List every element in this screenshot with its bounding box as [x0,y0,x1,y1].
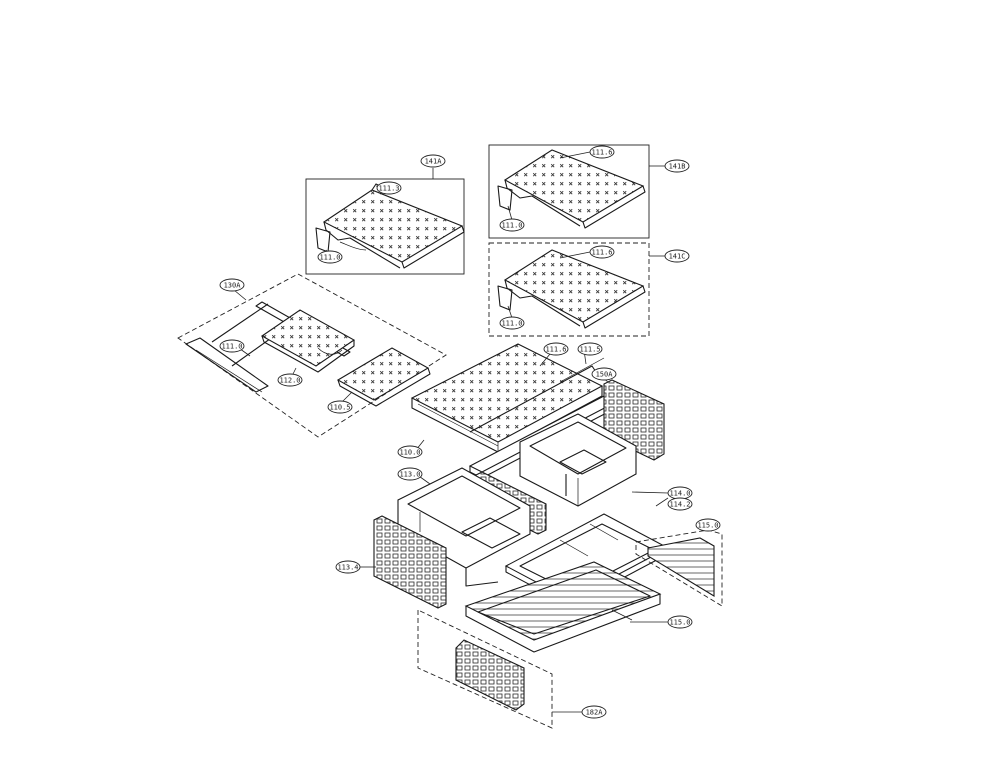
callout-1116a[interactable]: 111.6 [589,145,615,159]
callout-141b[interactable]: 141B [664,159,690,173]
callout-1115-label: 111.5 [579,346,600,354]
callout-141b-label: 141B [669,163,686,171]
callout-1110a-label: 111.0 [319,254,340,262]
callout-130a[interactable]: 130A [219,278,245,292]
callout-1105[interactable]: 110.5 [327,400,353,414]
callout-1150b-label: 115.0 [669,619,690,627]
slide-rail-left [185,337,269,393]
callout-1100[interactable]: 110.0 [397,445,423,459]
crisper-drawer-right-1140 [519,413,669,507]
callout-1116b[interactable]: 111.6 [589,245,615,259]
grille-cover-182a [455,639,525,711]
callout-1116c-label: 111.6 [545,346,566,354]
shelf-assembly-141c [488,242,665,337]
callout-141c[interactable]: 141C [664,249,690,263]
callout-1134-label: 113.4 [337,564,358,572]
callout-1110b[interactable]: 111.0 [499,218,525,232]
shelf-assembly-141a [305,168,465,275]
callout-1134[interactable]: 113.4 [335,560,361,574]
callout-1110c[interactable]: 111.0 [499,316,525,330]
side-panel-left-1134 [360,515,447,609]
callout-141c-label: 141C [669,253,686,261]
callout-1142[interactable]: 114.2 [667,497,693,511]
callout-150a[interactable]: 150A [591,367,617,381]
glass-insert-1120 [260,309,356,367]
callout-1150b[interactable]: 115.0 [667,615,693,629]
callout-150a-label: 150A [596,371,614,379]
callout-1130[interactable]: 113.0 [397,467,423,481]
callout-130a-label: 130A [224,282,242,290]
callout-1150a-label: 115.0 [697,522,718,530]
frame-141a [305,178,465,275]
callout-1142-label: 114.2 [669,501,690,509]
callout-1110a[interactable]: 111.0 [317,250,343,264]
callout-1110c-label: 111.0 [501,320,522,328]
slide-shelf-assembly-130a [177,273,447,438]
callout-1100-label: 110.0 [399,449,420,457]
callout-1110d-label: 111.0 [221,343,242,351]
callout-182a[interactable]: 182A [581,705,607,719]
cover-assembly-182a [417,609,582,729]
frame-141c [488,242,650,337]
glass-shelf-141a [322,189,464,263]
glass-shelf-141c [503,249,645,323]
callout-1140-label: 114.0 [669,490,690,498]
callout-1110d[interactable]: 111.0 [219,339,245,353]
callout-1115[interactable]: 111.5 [577,342,603,356]
callout-1150a[interactable]: 115.0 [695,518,721,532]
callout-141a[interactable]: 141A [420,154,446,168]
glass-shelf-141b [503,149,645,223]
callout-1130-label: 113.0 [399,471,420,479]
callout-1120-label: 112.0 [279,377,300,385]
callout-1120[interactable]: 112.0 [277,373,303,387]
grille-panel-left [373,515,447,609]
frame-141b [488,144,650,239]
callout-141a-label: 141A [425,158,443,166]
callout-1105-label: 110.5 [329,404,350,412]
shelf-assembly-141b [488,144,665,239]
callout-1116a-label: 111.6 [591,149,612,157]
callout-182a-label: 182A [586,709,604,717]
callout-1116b-label: 111.6 [591,249,612,257]
bottom-pan-1150 [464,561,668,653]
callout-1140[interactable]: 114.0 [667,486,693,500]
frame-130a [177,273,447,438]
callout-1113-label: 111.3 [378,185,399,193]
callout-1116c[interactable]: 111.6 [543,342,569,356]
side-rail-assembly-1150 [635,524,723,607]
callout-1110b-label: 111.0 [501,222,522,230]
callout-1113[interactable]: 111.3 [376,181,402,195]
